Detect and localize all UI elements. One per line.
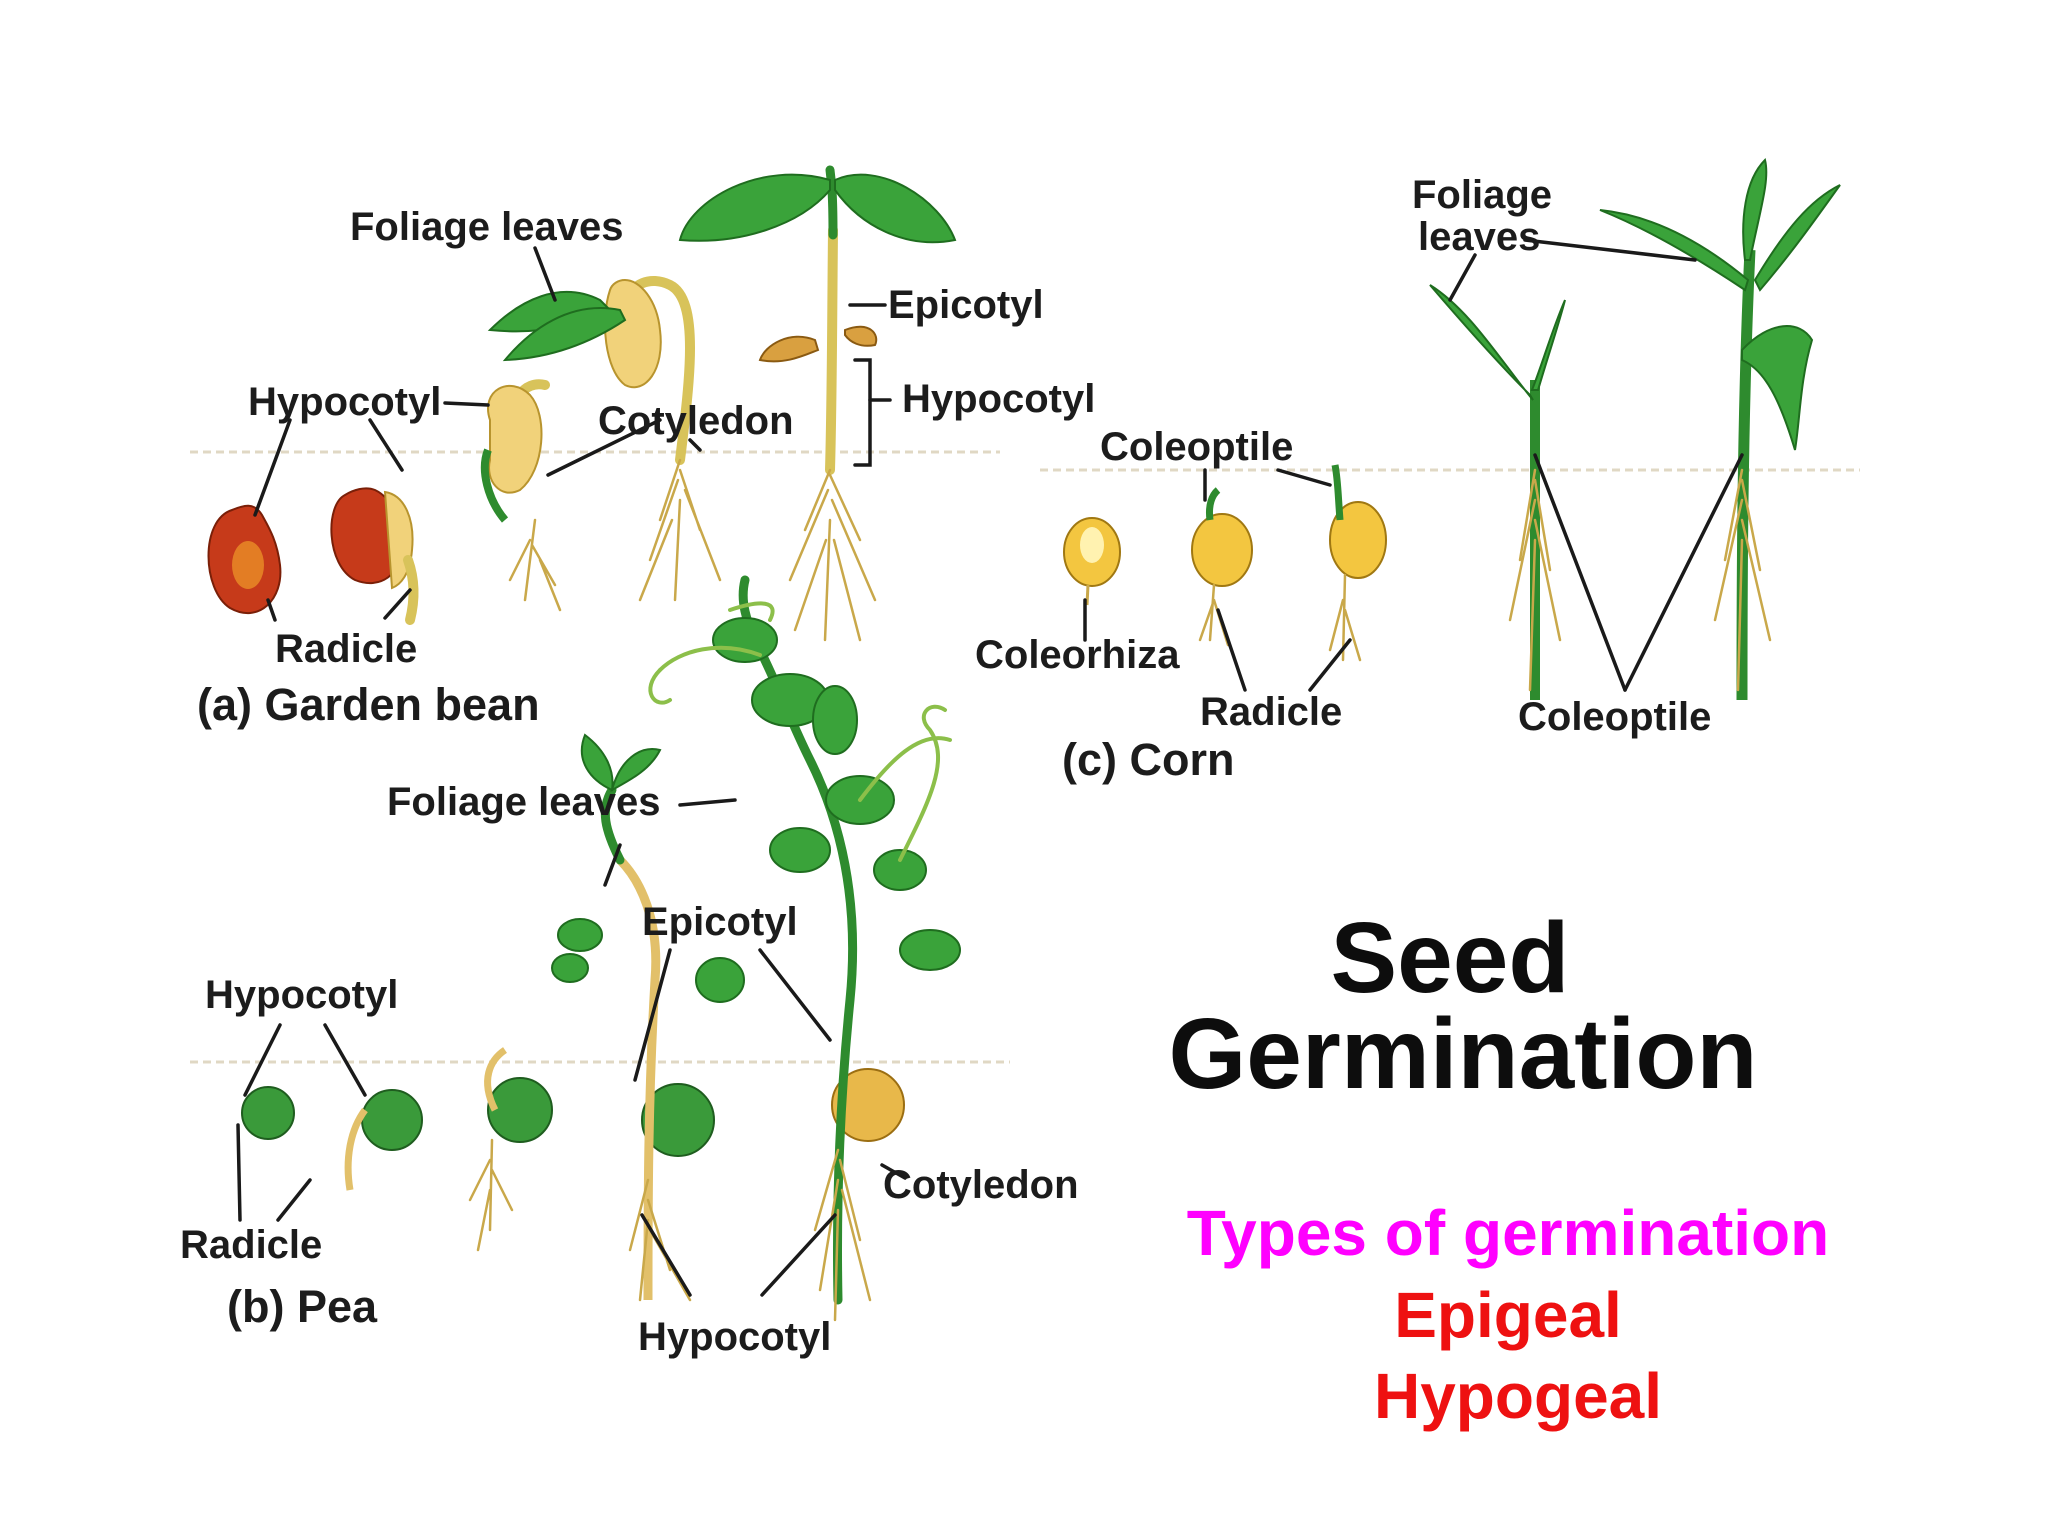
corn-foliage-label-line1: Foliage <box>1412 173 1552 217</box>
pea-hypocotyl-bottom-label: Hypocotyl <box>638 1315 831 1359</box>
bean-caption: (a) Garden bean <box>197 679 540 730</box>
title-line2: Germination <box>1169 998 1758 1110</box>
corn-kernel-stage1 <box>1063 517 1121 606</box>
pea-cotyledon-label: Cotyledon <box>883 1163 1079 1207</box>
leader-lines <box>236 238 1744 1297</box>
garden-bean-illustration <box>207 165 957 642</box>
types-heading: Types of germination <box>1187 1197 1829 1269</box>
corn-kernel-stage3 <box>1328 464 1387 662</box>
pea-seedling-stage3 <box>468 1047 553 1252</box>
corn-illustration <box>1063 158 1841 701</box>
pea-seed-stage1 <box>241 1086 295 1140</box>
corn-kernel-stage2 <box>1191 487 1253 647</box>
pea-seedling-stage5 <box>648 575 961 1322</box>
corn-foliage-label-line2: leaves <box>1418 215 1540 259</box>
bean-seedling-stage3 <box>480 379 562 612</box>
pea-epicotyl-label: Epicotyl <box>642 900 798 944</box>
corn-coleoptile-bottom-label: Coleoptile <box>1518 695 1711 739</box>
types-item-epigeal: Epigeal <box>1394 1279 1622 1351</box>
corn-radicle-label: Radicle <box>1200 690 1342 734</box>
pea-foliage-leaves-label: Foliage leaves <box>387 780 660 824</box>
bean-seedling-stage5 <box>678 165 957 642</box>
bean-foliage-leaves-label: Foliage leaves <box>350 205 623 249</box>
bean-radicle-label: Radicle <box>275 627 417 671</box>
pea-caption: (b) Pea <box>227 1281 378 1332</box>
bean-hypocotyl-left-label: Hypocotyl <box>248 380 441 424</box>
corn-coleorhiza-label: Coleorhiza <box>975 633 1180 677</box>
bean-cotyledon-label: Cotyledon <box>598 399 794 443</box>
corn-seedling-stage5 <box>1599 158 1841 701</box>
corn-caption: (c) Corn <box>1062 734 1235 785</box>
pea-seed-stage2 <box>344 1089 423 1191</box>
bean-hypocotyl-right-label: Hypocotyl <box>902 377 1095 421</box>
bean-epicotyl-label: Epicotyl <box>888 283 1044 327</box>
bean-seed-stage2 <box>330 487 419 625</box>
title-line1: Seed <box>1330 902 1569 1014</box>
types-item-hypogeal: Hypogeal <box>1374 1360 1662 1432</box>
bean-seedling-stage4 <box>487 276 722 602</box>
corn-coleoptile-top-label: Coleoptile <box>1100 425 1293 469</box>
bean-seed-stage1 <box>207 504 282 614</box>
pea-hypocotyl-top-label: Hypocotyl <box>205 973 398 1017</box>
corn-seedling-stage4 <box>1429 284 1566 701</box>
pea-radicle-label: Radicle <box>180 1223 322 1267</box>
